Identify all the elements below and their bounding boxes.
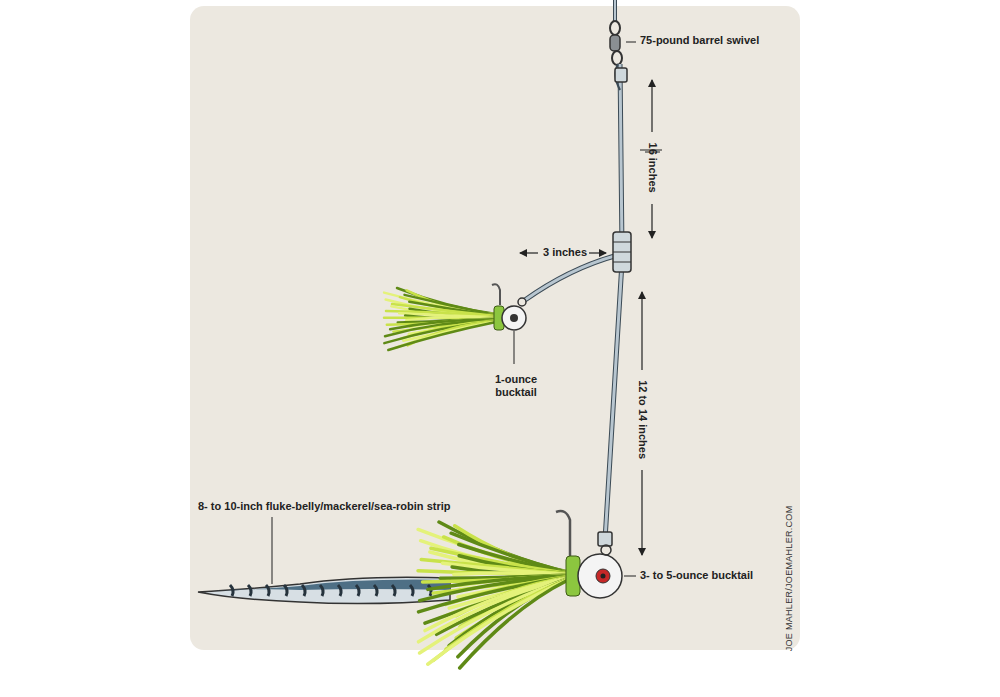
part-label: 8- to 10-inch fluke-belly/mackerel/sea-r… [198,500,450,513]
fiber-stroke [442,563,568,574]
part-label: 75-pound barrel swivel [640,34,759,47]
strip-marking [248,585,251,596]
part-label: 1-ounce bucktail [486,373,546,399]
strip-marking [374,585,377,596]
backdrop-panel [190,6,800,650]
dimension-arrow [520,80,662,555]
fiber-stroke [388,322,496,350]
bucktail-head [556,511,622,598]
strip-marking [302,585,305,596]
bucktail-head [492,284,526,330]
part-label: 12 to 14 inches [635,381,648,460]
strip-marking [410,585,413,596]
strip-marking [230,585,233,596]
strip-marking [266,585,269,596]
strip-marking [284,585,287,596]
strip-marking [356,585,359,596]
bait-strip [198,577,450,603]
strip-marking [320,585,323,596]
leader-line [525,64,622,540]
part-label: 3- to 5-ounce bucktail [640,569,753,582]
strip-marking [338,585,341,596]
part-label: 3 inches [541,246,589,259]
watermark: JOE MAHLER/JOEMAHLER.COM [785,505,796,651]
part-label: 16 inches [645,143,658,193]
fiber-stroke [418,571,568,575]
bucktail-fibers [384,288,496,350]
main-line [615,0,616,22]
bucktail-fibers [418,522,568,668]
strip-marking [392,585,395,596]
crimp-sleeve [598,68,631,546]
barrel-swivel [610,21,622,65]
fiber-stroke [460,580,568,668]
